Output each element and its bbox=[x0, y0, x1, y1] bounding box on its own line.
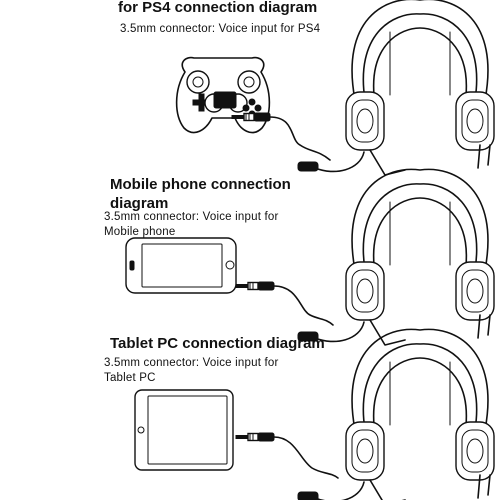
mobile-section-headset bbox=[297, 168, 495, 346]
mobile-audio-plug-icon bbox=[235, 281, 334, 326]
ps4-section-title: for PS4 connection diagram bbox=[118, 0, 318, 16]
ps4-audio-plug-icon bbox=[231, 112, 331, 161]
tablet-icon bbox=[134, 389, 234, 471]
ps4-section-caption: 3.5mm connector: Voice input for PS4 bbox=[120, 23, 321, 35]
smartphone-icon bbox=[125, 237, 237, 294]
tablet-section-caption: 3.5mm connector: Voice input for Tablet … bbox=[104, 357, 279, 384]
mobile-section-caption: 3.5mm connector: Voice input for Mobile … bbox=[104, 211, 279, 238]
ps4-section-headset bbox=[297, 0, 495, 176]
mobile-section-title: Mobile phone connection diagram bbox=[110, 176, 291, 212]
tablet-section-headset bbox=[297, 328, 495, 500]
ps4-gamepad-icon bbox=[175, 56, 271, 134]
tablet-section-title: Tablet PC connection diagram bbox=[110, 335, 325, 352]
tablet-audio-plug-icon bbox=[235, 432, 339, 479]
